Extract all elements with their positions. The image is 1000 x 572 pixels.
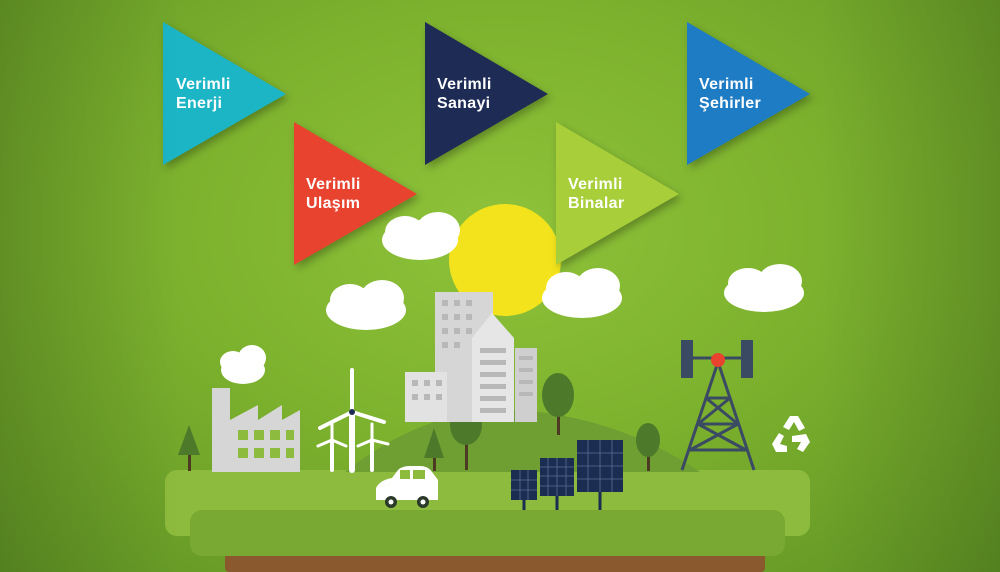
tree-icon (424, 428, 444, 471)
tree-icon (178, 425, 200, 471)
solar-panel-icon (577, 440, 623, 510)
triangle-shape (294, 122, 417, 265)
office-building-icon (405, 292, 537, 422)
label-line-2: Binalar (568, 195, 625, 212)
label-verimli-binalar: Verimli Binalar (568, 175, 624, 213)
tree-icon (636, 423, 660, 471)
cloud-icon (542, 268, 622, 318)
label-line-2: Enerji (176, 95, 223, 112)
triangle-verimli-enerji (163, 22, 288, 167)
label-line-1: Verimli (437, 76, 492, 93)
triangle-shape (425, 22, 548, 165)
recycle-icon (772, 416, 810, 452)
label-line-2: Sanayi (437, 95, 491, 112)
cloud-icon (724, 264, 804, 312)
cloud-icon (220, 345, 266, 384)
car-icon (376, 466, 438, 508)
triangle-shape (556, 122, 679, 265)
label-line-2: Ulaşım (306, 195, 361, 212)
solar-panel-icon (511, 470, 537, 510)
label-verimli-sehirler: Verimli Şehirler (699, 75, 761, 113)
triangle-shape (163, 22, 286, 165)
factory-icon (212, 388, 300, 472)
wind-turbine-icon (316, 422, 348, 472)
cloud-icon (382, 212, 460, 260)
triangle-shape (687, 22, 810, 165)
tree-icon (542, 373, 574, 435)
triangle-verimli-ulasim (294, 122, 419, 267)
label-line-1: Verimli (568, 176, 623, 193)
label-verimli-sanayi: Verimli Sanayi (437, 75, 492, 113)
label-line-1: Verimli (306, 176, 361, 193)
triangle-verimli-sanayi (425, 22, 550, 167)
wind-turbine-icon (356, 422, 390, 472)
sun-icon (449, 204, 561, 316)
communication-tower-icon (680, 340, 756, 471)
label-verimli-enerji: Verimli Enerji (176, 75, 231, 113)
label-line-2: Şehirler (699, 95, 761, 112)
wind-turbine-icon (318, 368, 386, 473)
ground-front (190, 510, 785, 556)
label-line-1: Verimli (176, 76, 231, 93)
label-line-1: Verimli (699, 76, 754, 93)
triangle-verimli-sehirler (687, 22, 812, 167)
triangle-verimli-binalar (556, 122, 681, 267)
solar-panel-icon (540, 458, 574, 510)
label-verimli-ulasim: Verimli Ulaşım (306, 175, 361, 213)
cloud-icon (326, 280, 406, 330)
